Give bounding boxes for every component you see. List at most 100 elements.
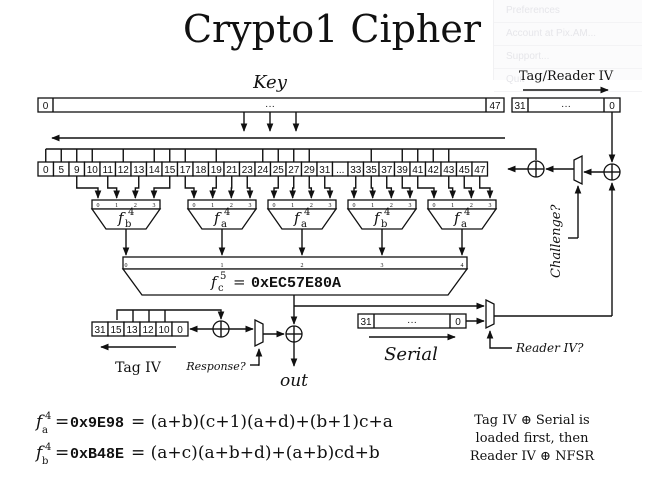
lfsr-cell-label: 24 — [257, 165, 269, 176]
svg-text:f: f — [117, 209, 126, 227]
svg-text:3: 3 — [489, 203, 492, 209]
svg-text:12: 12 — [142, 325, 154, 336]
reader-iv-mux-icon — [485, 298, 495, 330]
lfsr-cell-label: 17 — [180, 165, 192, 176]
fc-sub: c — [218, 283, 224, 294]
lfsr-cell-label: 43 — [443, 165, 455, 176]
menu-item-quit[interactable]: Quit — [494, 69, 642, 92]
svg-text:4: 4 — [128, 207, 134, 218]
out-label: out — [280, 371, 308, 391]
lfsr-cell-label: 18 — [195, 165, 207, 176]
svg-text:f: f — [293, 209, 302, 227]
svg-text:f: f — [213, 209, 222, 227]
svg-text:0: 0 — [353, 203, 356, 209]
fa-hex: 0x9E98 — [70, 415, 124, 432]
svg-text:0: 0 — [193, 203, 196, 209]
svg-text:2: 2 — [310, 203, 313, 209]
fa-expr: = (a+b)(c+1)(a+d)+(b+1)c+a — [131, 412, 393, 432]
svg-text:2: 2 — [470, 203, 473, 209]
key-first-index: 0 — [43, 101, 49, 112]
svg-text:a: a — [42, 425, 48, 436]
lfsr-cell-label: 5 — [58, 165, 64, 176]
fc-input-index: 4 — [461, 263, 464, 269]
svg-text:f: f — [453, 209, 462, 227]
svg-text:2: 2 — [230, 203, 233, 209]
tag-iv-cell — [171, 321, 189, 337]
reader-iv-label: Reader IV? — [515, 341, 584, 355]
tag-iv-label: Tag IV — [115, 360, 162, 376]
equation-fb: f b 4 = 0xB48E = (a+c)(a+b+d)+(a+b)cd+b — [34, 442, 380, 467]
lfsr-cell-label: 27 — [288, 165, 300, 176]
lfsr-cell-label: 9 — [74, 165, 80, 176]
serial-label: Serial — [384, 344, 438, 365]
svg-text:b: b — [125, 219, 131, 230]
faded-context-menu: Preferences Account at Pix.AM... Support… — [493, 0, 642, 92]
tag-reader-iv-first-index: 31 — [514, 101, 526, 112]
svg-text:Reader IV ⊕ NFSR: Reader IV ⊕ NFSR — [470, 449, 596, 464]
lfsr-cell-label: 15 — [164, 165, 176, 176]
equation-fa: f a 4 = 0x9E98 = (a+b)(c+1)(a+d)+(b+1)c+… — [34, 411, 393, 436]
fc-input-index: 2 — [301, 263, 304, 269]
lfsr-cell-label: 45 — [459, 165, 471, 176]
svg-text:0: 0 — [177, 325, 183, 336]
lfsr-cell-label: 23 — [242, 165, 254, 176]
svg-text:1: 1 — [451, 203, 454, 209]
lfsr-cell-label: 14 — [149, 165, 161, 176]
lfsr-cell-label: 25 — [273, 165, 285, 176]
fc-name: f — [210, 273, 219, 291]
key-label: Key — [252, 72, 288, 93]
menu-item-preferences[interactable]: Preferences — [494, 0, 642, 23]
tag-reader-iv-ellipsis: ··· — [561, 101, 571, 112]
challenge-label: Challenge? — [549, 204, 564, 278]
svg-text:4: 4 — [224, 207, 230, 218]
svg-text:15: 15 — [110, 325, 122, 336]
tag-reader-iv-label: Tag/Reader IV — [519, 69, 614, 84]
load-order-note: Tag IV ⊕ Serial is loaded first, then Re… — [470, 413, 596, 464]
svg-text:1: 1 — [211, 203, 214, 209]
response-label: Response? — [185, 360, 245, 373]
lfsr-cell-label: 47 — [474, 165, 486, 176]
lfsr-cell-label: 37 — [381, 165, 393, 176]
serial-ellipsis: ··· — [407, 317, 417, 328]
svg-text:a: a — [461, 219, 467, 230]
fc-value: 0xEC57E80A — [251, 275, 341, 292]
lfsr-cell-label: 10 — [87, 165, 99, 176]
svg-text:f: f — [34, 443, 45, 463]
lfsr-cell-label: 33 — [350, 165, 362, 176]
lfsr-cell-label: 29 — [304, 165, 316, 176]
lfsr-cell-label: 0 — [43, 165, 49, 176]
fb-hex: 0xB48E — [70, 446, 124, 463]
feedback-taps — [45, 148, 504, 162]
tag-reader-iv-register: 31 ··· 0 — [511, 97, 621, 113]
svg-text:a: a — [301, 219, 307, 230]
svg-text:3: 3 — [153, 203, 156, 209]
svg-text:f: f — [34, 412, 45, 432]
svg-text:1: 1 — [115, 203, 118, 209]
svg-text:4: 4 — [45, 411, 51, 422]
response-mux-icon — [254, 318, 264, 348]
lfsr-cell-label: 11 — [103, 165, 114, 176]
serial-register: 31 ··· 0 — [357, 313, 467, 329]
lfsr-cell-label: 13 — [133, 165, 145, 176]
menu-item-account[interactable]: Account at Pix.AM... — [494, 23, 642, 46]
svg-text:4: 4 — [45, 442, 51, 453]
menu-item-support[interactable]: Support... — [494, 46, 642, 69]
svg-text:3: 3 — [249, 203, 252, 209]
tag-reader-iv-last-index: 0 — [609, 101, 615, 112]
svg-text:2: 2 — [134, 203, 137, 209]
lfsr-cell-label: 21 — [226, 165, 238, 176]
svg-text:3: 3 — [329, 203, 332, 209]
fc-sup: 5 — [220, 271, 226, 282]
svg-text:b: b — [42, 456, 48, 467]
svg-text:b: b — [381, 219, 387, 230]
lfsr-cell-label: 42 — [428, 165, 440, 176]
svg-text:10: 10 — [158, 325, 170, 336]
